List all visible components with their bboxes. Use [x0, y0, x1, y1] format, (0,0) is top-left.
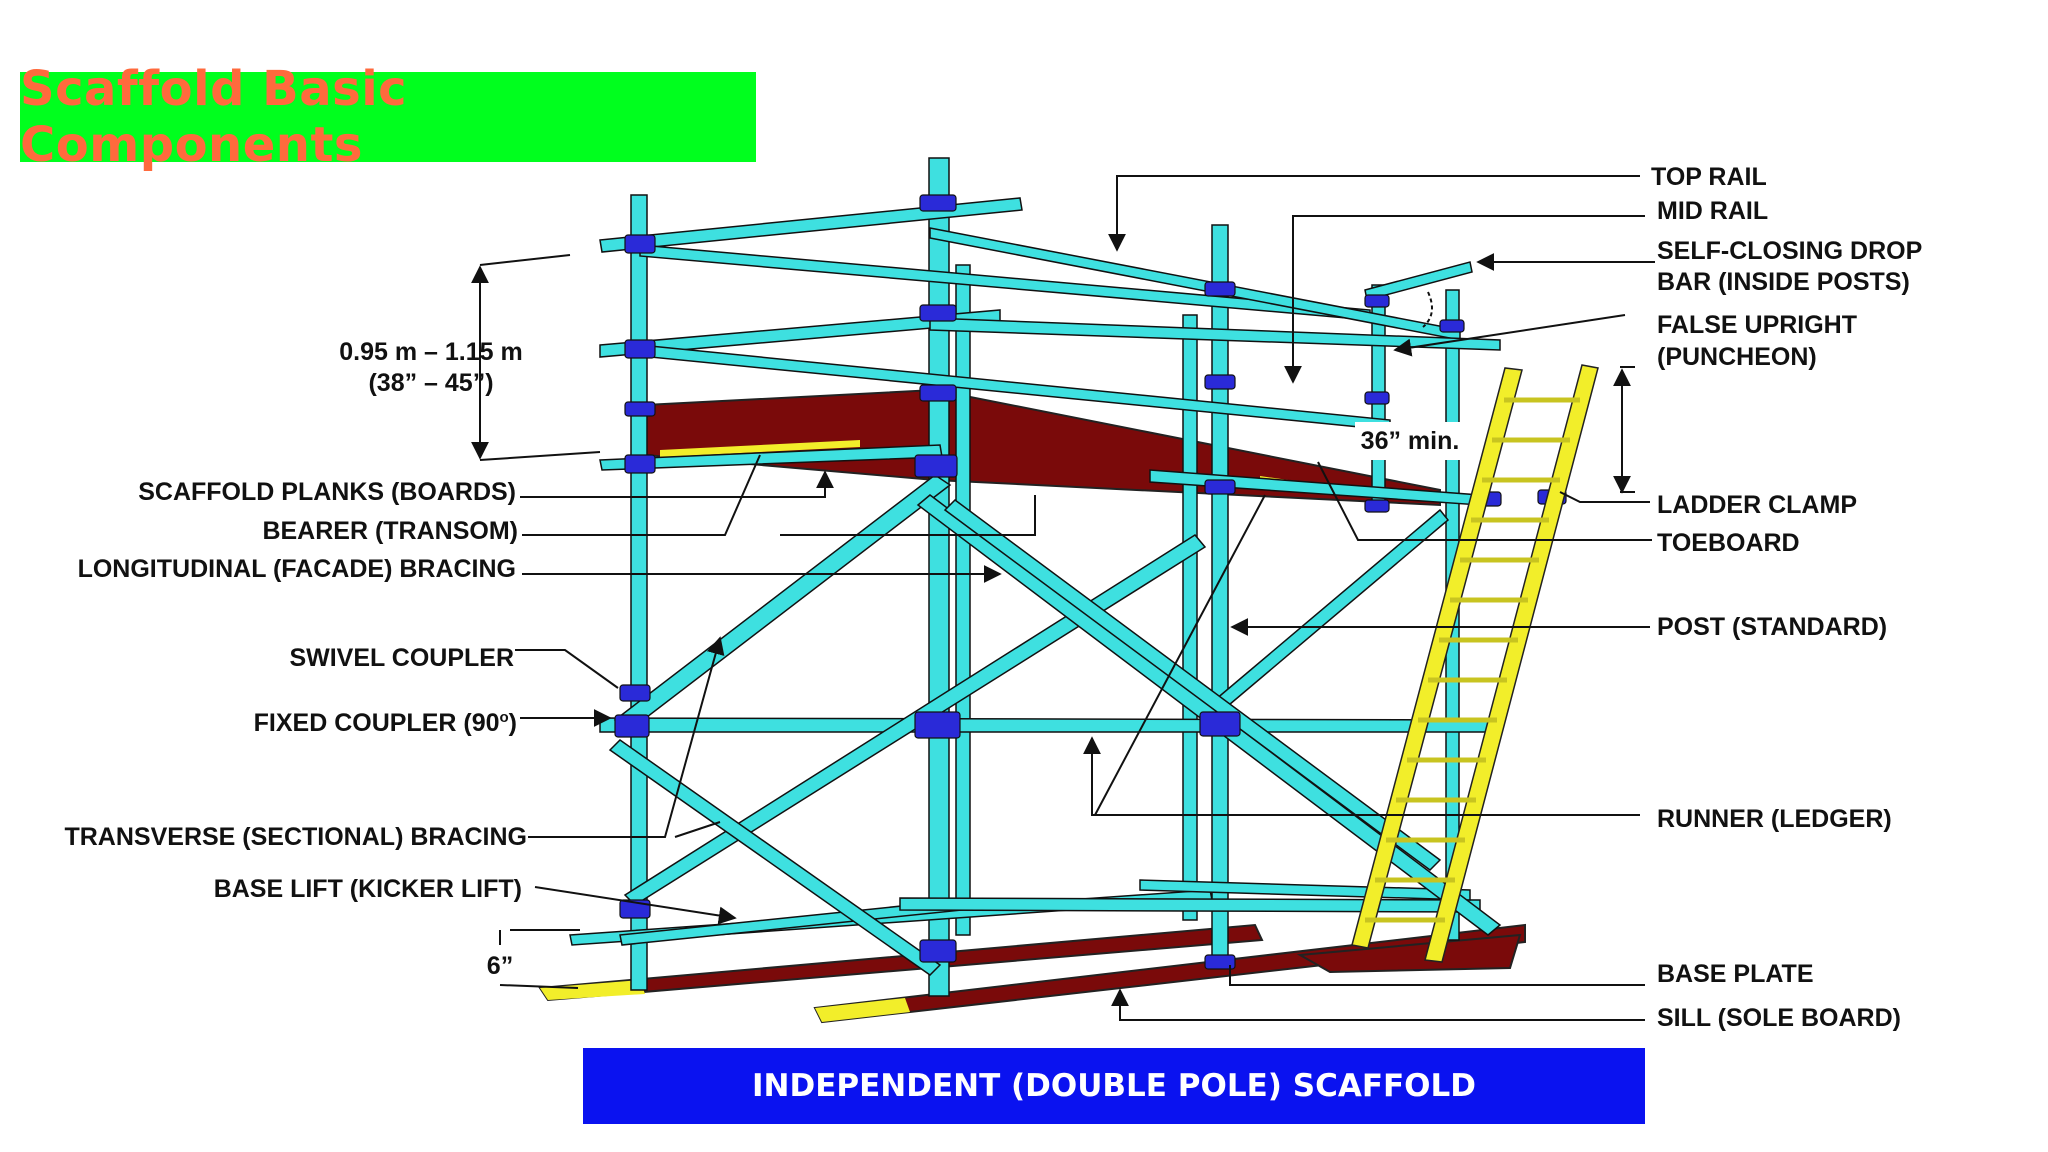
label-36-min: 36” min.: [1361, 427, 1460, 455]
label-scaffold-planks: SCAFFOLD PLANKS (BOARDS): [138, 478, 516, 506]
label-drop-bar-line2: BAR (INSIDE POSTS): [1657, 268, 1910, 296]
label-drop-bar-line1: SELF-CLOSING DROP: [1657, 237, 1922, 265]
sill-boards: [538, 923, 1526, 1024]
slide-title: Scaffold Basic Components: [20, 61, 408, 173]
label-base-plate: BASE PLATE: [1657, 960, 1814, 988]
couplers: [614, 194, 1567, 970]
title-box: Scaffold Basic Components: [20, 61, 756, 173]
leader-lines: [471, 175, 1655, 1021]
label-sill: SILL (SOLE BOARD): [1657, 1004, 1901, 1032]
banner-text: INDEPENDENT (DOUBLE POLE) SCAFFOLD: [751, 1068, 1477, 1104]
label-toeboard: TOEBOARD: [1657, 529, 1800, 557]
right-labels: TOP RAIL MID RAIL SELF-CLOSING DROP BAR …: [1651, 163, 1922, 1032]
label-post: POST (STANDARD): [1657, 613, 1887, 641]
label-mid-rail: MID RAIL: [1657, 197, 1768, 225]
label-swivel-coupler: SWIVEL COUPLER: [289, 644, 514, 672]
label-fixed-coupler: FIXED COUPLER (90o): [254, 709, 517, 737]
label-six-inch: 6”: [487, 952, 513, 980]
left-labels: 0.95 m – 1.15 m (38” – 45”) SCAFFOLD PLA…: [64, 338, 527, 980]
label-false-upright-line1: FALSE UPRIGHT: [1657, 311, 1857, 339]
label-height-range-inches: (38” – 45”): [368, 369, 493, 397]
label-height-range: 0.95 m – 1.15 m: [339, 338, 522, 366]
label-transverse-bracing: TRANSVERSE (SECTIONAL) BRACING: [64, 823, 527, 851]
min-height-label-bg: [1355, 422, 1463, 460]
label-false-upright-line2: (PUNCHEON): [1657, 343, 1817, 371]
label-runner: RUNNER (LEDGER): [1657, 805, 1892, 833]
label-base-lift: BASE LIFT (KICKER LIFT): [214, 875, 522, 903]
label-ladder-clamp: LADDER CLAMP: [1657, 491, 1857, 519]
label-bearer: BEARER (TRANSOM): [262, 517, 518, 545]
scaffold-tubes: [569, 157, 1502, 997]
label-longitudinal-bracing: LONGITUDINAL (FACADE) BRACING: [78, 555, 516, 583]
ladder: [1351, 364, 1599, 963]
scaffold-type-banner: INDEPENDENT (DOUBLE POLE) SCAFFOLD: [583, 1048, 1645, 1124]
label-top-rail: TOP RAIL: [1651, 163, 1767, 191]
